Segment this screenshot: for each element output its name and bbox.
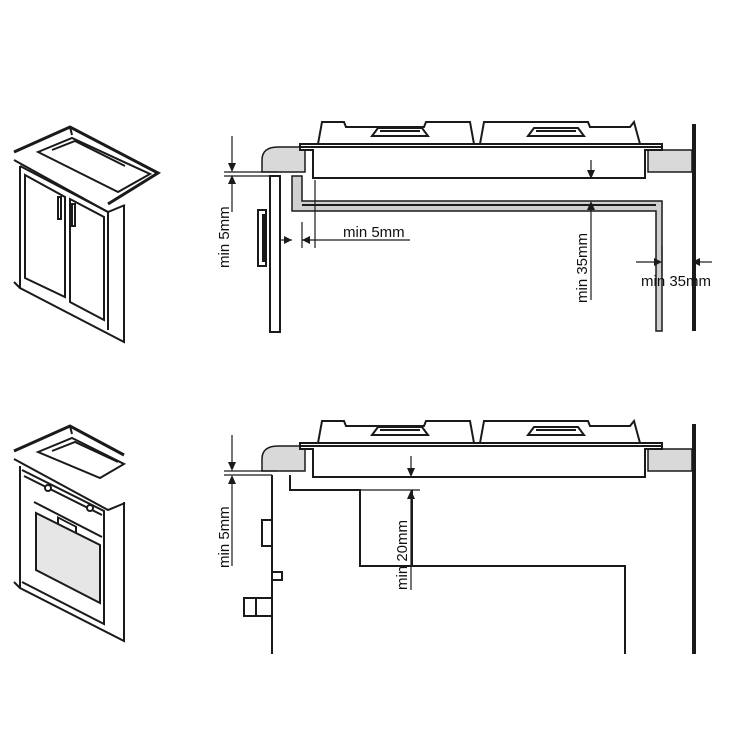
- worktop-right: [647, 149, 693, 173]
- hob-body-bottom: [299, 442, 663, 478]
- top-section-drawing: min 5mm min 5mm min 35mm min 35mm: [216, 119, 712, 333]
- label-min-35mm-wall: min 35mm: [641, 273, 711, 290]
- oven-cabinet-illustration: [13, 424, 127, 643]
- label-min-5mm-side: min 5mm: [343, 224, 405, 241]
- label-min-5mm-bottom: min 5mm: [216, 506, 233, 568]
- hob-body: [299, 143, 663, 179]
- label-min-35mm-below: min 35mm: [574, 233, 591, 303]
- oven-window: [35, 511, 101, 605]
- wall: [692, 124, 696, 331]
- label-min-20mm: min 20mm: [394, 520, 411, 590]
- worktop-left: [261, 146, 306, 173]
- cabinet-top-panel: [291, 175, 663, 332]
- worktop-left-bottom: [261, 445, 306, 472]
- bottom-section-drawing: min 5mm min 20mm: [216, 418, 696, 654]
- worktop-right-bottom: [647, 448, 693, 472]
- wall-bottom: [692, 424, 696, 654]
- label-min-5mm-vertical-top: min 5mm: [216, 206, 233, 268]
- cabinet-with-doors-illustration: [13, 125, 162, 344]
- cabinet-side-panel: [269, 175, 281, 333]
